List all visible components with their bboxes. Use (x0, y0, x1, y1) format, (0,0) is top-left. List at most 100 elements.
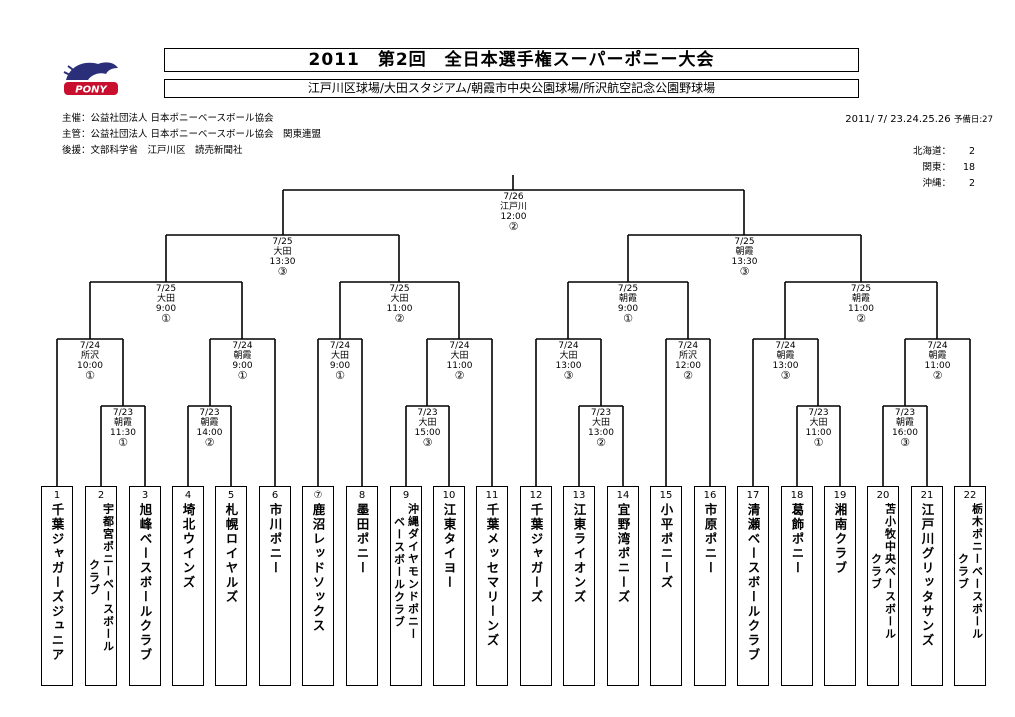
team-name: 江東タイヨー (434, 503, 464, 590)
team-name-line: 旭峰ベースボールクラブ (137, 503, 153, 663)
match-venue: 大田 (450, 351, 469, 361)
region-name: 沖縄： (922, 178, 951, 189)
team-name-line: ベースボールクラブ (392, 515, 406, 629)
team-name-line: クラブ (956, 553, 970, 591)
match-time: 11:00 (386, 304, 413, 314)
match-venue: 大田 (809, 418, 828, 428)
team-number: 8 (358, 490, 366, 501)
match-field: ② (932, 369, 943, 382)
team-number: 1 (53, 490, 61, 501)
team-name: 鹿沼レッドソックス (303, 503, 333, 634)
match-venue: 朝霞 (233, 351, 252, 361)
team-name-line: 千葉ジャガーズジュニア (49, 503, 65, 663)
match-field: ② (683, 369, 693, 382)
manager-text: 主管：公益社団法人 日本ポニーベースボール協会 関東連盟 (62, 129, 322, 140)
match-field: ② (596, 436, 606, 449)
team-number: 13 (572, 490, 586, 501)
team-entry: 8 墨田ポニー (346, 486, 378, 686)
team-name: 栃木ポニーベースボールクラブ (955, 503, 985, 641)
team-name-line: クラブ (869, 553, 883, 591)
region-row: 沖縄：2 (913, 176, 975, 192)
tournament-dates: 2011/ 7/ 23.24.25.26 予備日:27 (845, 114, 993, 125)
team-name: 苫小牧中央ベースボールクラブ (868, 503, 898, 641)
match-field: ③ (277, 265, 288, 278)
region-name: 北海道： (912, 146, 951, 157)
team-name: 旭峰ベースボールクラブ (130, 503, 160, 663)
team-name-line: 湘南クラブ (832, 503, 848, 576)
team-number: 17 (746, 490, 760, 501)
team-name-line: 江戸川グリッタサンズ (919, 503, 935, 648)
match-date: 7/23 (590, 408, 612, 418)
team-name-line: 千葉メッセマリーンズ (484, 503, 500, 648)
team-name-line: 札幌ロイヤルズ (223, 503, 239, 605)
match-venue: 朝霞 (200, 418, 219, 428)
match-field: ③ (422, 436, 433, 449)
team-entry: 17 清瀬ベースボールクラブ (737, 486, 769, 686)
tournament-title: 2011 第2回 全日本選手権スーパーポニー大会 (164, 48, 859, 72)
match-venue: 朝霞 (776, 351, 795, 361)
match-time: 10:00 (77, 361, 103, 371)
match-date: 7/23 (894, 408, 916, 418)
team-number: 3 (141, 490, 149, 501)
team-name: 墨田ポニー (347, 503, 377, 576)
match-venue: 大田 (273, 247, 292, 257)
team-entry: ⑦ 鹿沼レッドソックス (302, 486, 334, 686)
team-number: ⑦ (313, 490, 323, 501)
match-date: 7/24 (775, 341, 796, 351)
match-field: ① (335, 369, 345, 382)
match-field: ① (623, 312, 633, 325)
match-date: 7/23 (112, 408, 134, 418)
match-date: 7/24 (232, 341, 253, 351)
match-field: ② (394, 312, 405, 325)
match-venue: 大田 (418, 418, 437, 428)
team-number: 2 (97, 490, 105, 501)
team-name-line: 宇都宮ポニーベースボール (101, 503, 115, 653)
match-venue: 朝霞 (851, 294, 870, 304)
match-time: 11:00 (924, 361, 951, 371)
match-field: ③ (780, 369, 791, 382)
match-date: 7/24 (677, 341, 699, 351)
region-count: 2 (968, 146, 975, 157)
match-field: ① (161, 312, 171, 325)
match-time: 16:00 (892, 428, 918, 438)
match-time: 15:00 (414, 428, 441, 438)
team-name: 市川ポニー (260, 503, 290, 576)
match-venue: 所沢 (80, 351, 99, 361)
match-time: 9:00 (155, 304, 177, 314)
match-time: 13:00 (588, 428, 614, 438)
match-venue: 大田 (559, 351, 578, 361)
match-field: ① (118, 436, 128, 449)
match-venue: 江戸川 (499, 202, 527, 212)
svg-text:PONY: PONY (75, 85, 108, 96)
match-time: 13:30 (731, 257, 758, 267)
match-venue: 大田 (156, 294, 175, 304)
match-date: 7/24 (329, 341, 351, 351)
team-entry: 3 旭峰ベースボールクラブ (129, 486, 161, 686)
team-number: 14 (616, 490, 630, 501)
team-name-line: 清瀬ベースボールクラブ (745, 503, 761, 663)
match-date: 7/25 (850, 284, 872, 294)
team-name: 湘南クラブ (825, 503, 855, 576)
team-name: 千葉メッセマリーンズ (477, 503, 507, 648)
region-row: 北海道： 2 (913, 144, 975, 160)
team-name-line: 千葉ジャガーズ (528, 503, 544, 605)
team-number: 16 (703, 490, 717, 501)
match-time: 13:30 (269, 257, 296, 267)
match-date: 7/25 (734, 237, 755, 247)
